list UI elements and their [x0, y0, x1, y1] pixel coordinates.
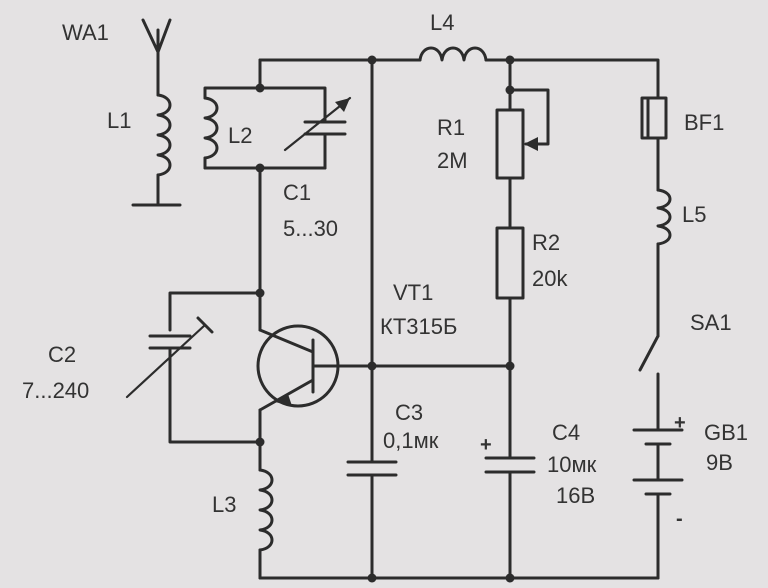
- l4-label: L4: [430, 10, 454, 35]
- c4-plus-sign: +: [480, 434, 492, 456]
- r1-label: R1: [437, 115, 465, 140]
- l5-label: L5: [682, 202, 706, 227]
- gb1-value: 9В: [706, 450, 733, 475]
- c3-value: 0,1мк: [383, 428, 439, 453]
- potentiometer-r1: [495, 88, 550, 180]
- vt1-label: VT1: [393, 280, 433, 305]
- c4-voltage: 16В: [556, 483, 595, 508]
- c1-value: 5...30: [283, 216, 338, 241]
- resistor-r2: [495, 226, 525, 300]
- c3-label: C3: [395, 400, 423, 425]
- capacitor-c3: [346, 460, 398, 477]
- l3-label: L3: [212, 492, 236, 517]
- junction-c3-top: [367, 55, 377, 65]
- gb1-label: GB1: [704, 420, 748, 445]
- inductor-l3: [258, 468, 274, 580]
- c4-label: C4: [552, 420, 580, 445]
- junction-base: [505, 361, 515, 371]
- vt1-part: КТ315Б: [380, 314, 457, 339]
- inductor-l4: [418, 46, 488, 62]
- junction-r1-top: [505, 55, 515, 65]
- gb1-minus-sign: -: [676, 508, 683, 530]
- l1-label: L1: [107, 108, 131, 133]
- trimmer-capacitor-c2: [125, 316, 214, 399]
- wire-c2-top: [168, 291, 262, 332]
- transistor-vt1: [256, 324, 512, 412]
- capacitor-c4: [484, 456, 536, 474]
- junction-c4-bottom: [505, 573, 515, 583]
- bf1-label: BF1: [684, 110, 724, 135]
- r1-value: 2М: [437, 148, 468, 173]
- trimmer-capacitor-c1: [283, 96, 352, 170]
- inductor-l5: [656, 188, 672, 246]
- battery-gb1: [632, 428, 684, 580]
- earphone-bf1: [640, 96, 668, 140]
- r2-value: 20k: [532, 266, 568, 291]
- wire-tank-upper: [203, 86, 327, 122]
- gb1-plus-sign: +: [674, 412, 686, 434]
- antenna-wa1: [141, 18, 172, 97]
- junction-c3-bottom: [367, 573, 377, 583]
- junction-tank-top: [255, 83, 265, 93]
- c2-value: 7...240: [22, 378, 89, 403]
- switch-sa1: [638, 334, 660, 432]
- sa1-label: SA1: [690, 310, 732, 335]
- r2-label: R2: [532, 230, 560, 255]
- wire-top-right: [484, 58, 660, 100]
- c2-label: C2: [48, 342, 76, 367]
- antenna-label: WA1: [62, 20, 109, 45]
- wire-c2-bottom: [168, 360, 262, 444]
- junction-base-c3: [367, 361, 377, 371]
- inductor-l2: [203, 96, 219, 170]
- inductor-l1: [131, 93, 182, 207]
- c4-value: 10мк: [547, 452, 597, 477]
- l2-label: L2: [228, 123, 252, 148]
- c1-label: C1: [283, 180, 311, 205]
